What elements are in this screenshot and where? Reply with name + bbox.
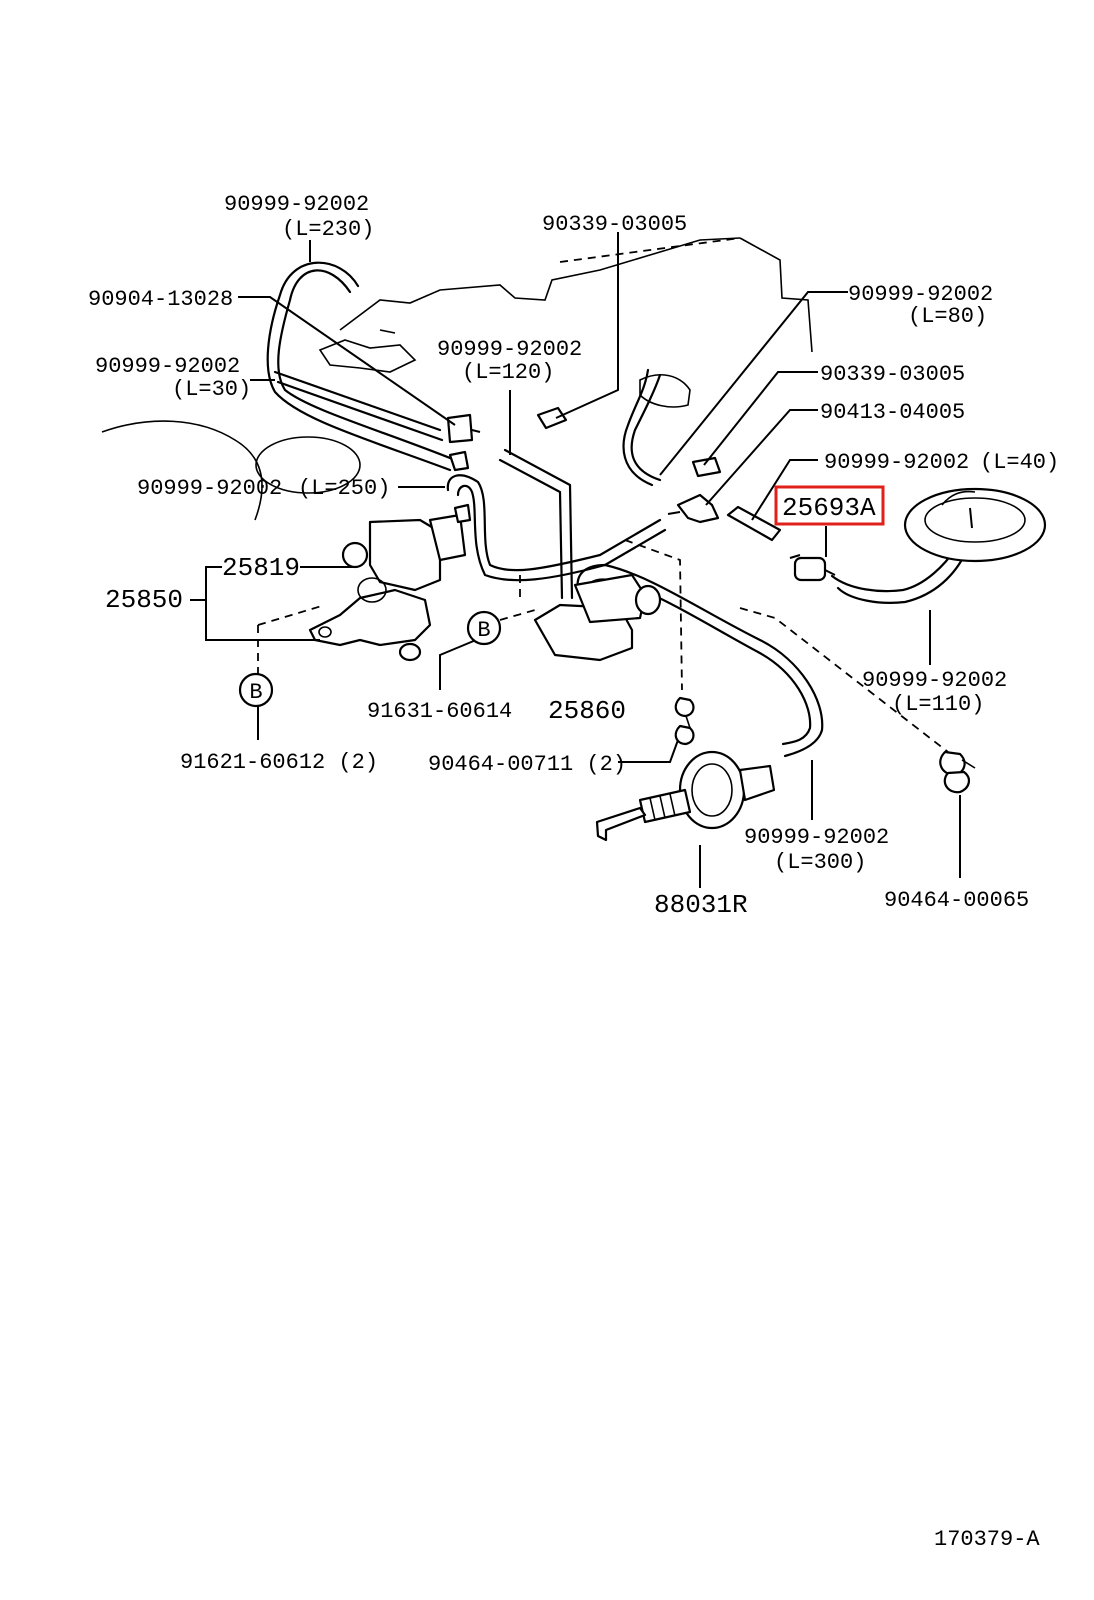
hose-l40[interactable]: [726, 505, 782, 542]
vsv-25819[interactable]: [341, 503, 472, 592]
dashed-guides: [257, 539, 949, 753]
hose-l250[interactable]: [446, 474, 667, 582]
label-plug-90339-03005-right: 90339-03005: [820, 362, 965, 387]
hose-l80[interactable]: [622, 368, 691, 487]
label-hose-l230-len: (L=230): [282, 217, 374, 242]
svg-text:B: B: [477, 618, 490, 643]
label-clamp-90904-13028: 90904-13028: [88, 287, 233, 312]
callout-b-left: B: [238, 672, 274, 708]
clip-90464-00711[interactable]: [674, 696, 695, 746]
label-hose-l110-pn: 90999-92002: [862, 668, 1007, 693]
hose-l110[interactable]: [830, 546, 968, 604]
label-hose-l120-len: (L=120): [462, 360, 554, 385]
bracket-25850[interactable]: [308, 577, 432, 662]
label-hose-l120-pn: 90999-92002: [437, 337, 582, 362]
label-vsv-25860: 25860: [548, 696, 626, 726]
label-hose-l250-pn: 90999-92002: [137, 476, 282, 501]
label-hose-l250-len: (L=250): [298, 476, 390, 501]
label-hose-l230-pn: 90999-92002: [224, 192, 369, 217]
label-hose-l300-pn: 90999-92002: [744, 825, 889, 850]
hose-l230[interactable]: [266, 261, 457, 472]
label-actuator-88031r: 88031R: [654, 890, 748, 920]
actuator-88031r[interactable]: [595, 750, 776, 842]
label-vsv-25819: 25819: [222, 553, 300, 583]
label-clip-90464-00065: 90464-00065: [884, 888, 1029, 913]
label-bolt-91631-60614: 91631-60614: [367, 699, 512, 724]
label-clip-90464-00711: 90464-00711 (2): [428, 752, 626, 777]
valve-25693a[interactable]: [789, 554, 836, 582]
label-hose-l300-len: (L=300): [774, 850, 866, 875]
svg-text:B: B: [249, 680, 262, 705]
label-hose-l80-len: (L=80): [908, 304, 987, 329]
label-valve-25693a: 25693A: [782, 493, 876, 523]
vsv-small-top: [446, 413, 481, 472]
leader-lines: [190, 232, 961, 888]
engine-outline: [101, 237, 813, 521]
vsv-25860[interactable]: [533, 573, 662, 662]
label-hose-l30-len: (L=30): [172, 377, 251, 402]
label-union-90413-04005: 90413-04005: [820, 400, 965, 425]
callout-b-mid: B: [466, 610, 502, 646]
label-hose-l80-pn: 90999-92002: [848, 282, 993, 307]
clip-90464-00065[interactable]: [939, 750, 976, 794]
label-plug-90339-03005-top: 90339-03005: [542, 212, 687, 237]
label-bolt-91621-60612: 91621-60612 (2): [180, 750, 378, 775]
plug-90339-03005-top[interactable]: [536, 406, 568, 430]
canister: [903, 487, 1047, 563]
part-labels: 90999-92002 (L=230) 90904-13028 90999-92…: [88, 192, 1059, 920]
label-hose-l110-len: (L=110): [892, 692, 984, 717]
hose-l120[interactable]: [498, 448, 574, 600]
highlight-25693a[interactable]: 25693A: [774, 485, 885, 526]
hose-l30[interactable]: [273, 370, 444, 442]
figure-id: 170379-A: [934, 1527, 1040, 1552]
label-hose-l40-len: (L=40): [980, 450, 1059, 475]
label-hose-l40-pn: 90999-92002: [824, 450, 969, 475]
label-vsv-assy-25850: 25850: [105, 585, 183, 615]
label-hose-l30-pn: 90999-92002: [95, 354, 240, 379]
